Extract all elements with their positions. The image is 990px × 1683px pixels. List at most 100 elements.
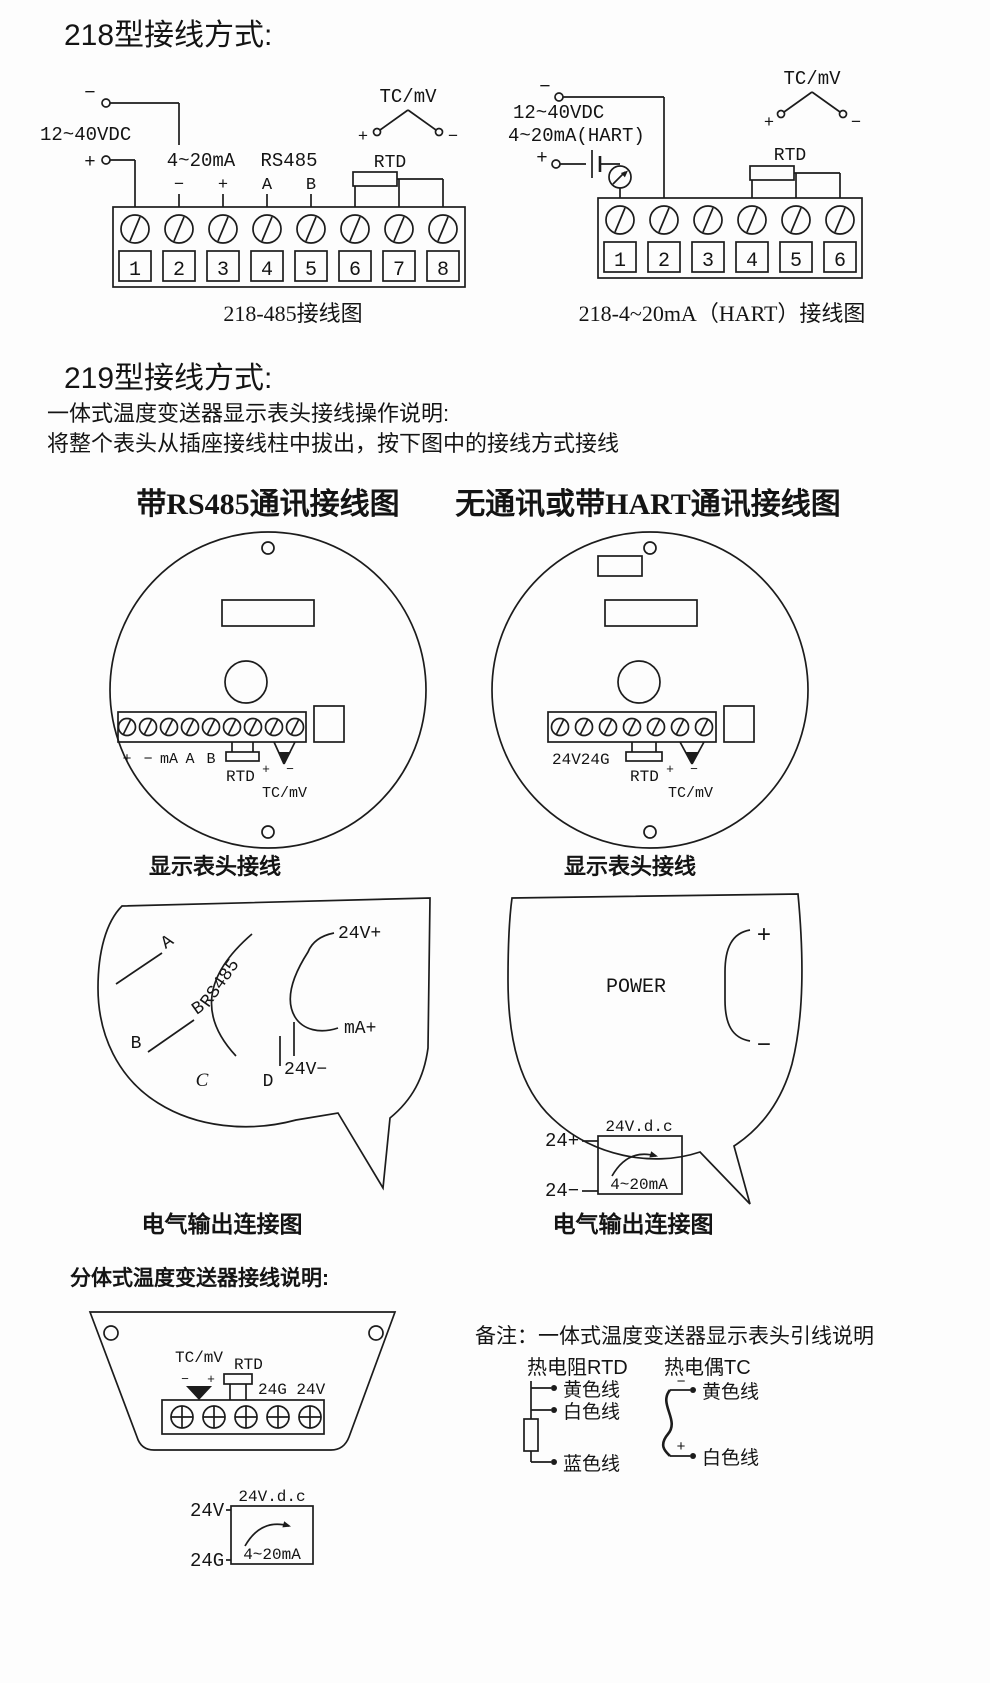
ma-plus-label: mA+ — [344, 1019, 376, 1039]
pin-b2-label: B — [131, 1034, 142, 1054]
tcmv-label: TC/mV — [175, 1349, 223, 1367]
rtd-label: RTD — [374, 153, 406, 173]
power-minus-label: − — [539, 76, 550, 98]
terminal-number: 2 — [658, 250, 670, 273]
pin-d-label: D — [263, 1072, 274, 1092]
rtd-lead-diagram: 黄色线 白色线 蓝色线 — [523, 1379, 620, 1475]
m24-label: 24− — [545, 1180, 579, 1202]
caption-display-hart: 显示表头接线 — [564, 854, 696, 879]
tc-minus-terminal-icon — [434, 127, 444, 137]
battery-icon — [591, 150, 602, 178]
mounting-hole-icon — [368, 1325, 384, 1341]
power-voltage-label: 12~40VDC — [513, 102, 604, 124]
caption-218-hart: 218-4~20mA（HART）接线图 — [579, 301, 866, 326]
desc-line-1: 一体式温度变送器显示表头接线操作说明: — [47, 401, 449, 426]
tc-note-title: 热电偶TC — [664, 1356, 751, 1379]
housing-outline — [507, 893, 803, 1205]
split-transmitter-figure: TC/mV RTD − + 24G 24V — [88, 1311, 397, 1451]
adjust-knob-icon — [617, 660, 661, 704]
loop-supply-box — [597, 1135, 683, 1195]
rtd-white-label: 白色线 — [563, 1401, 620, 1423]
tcmv-label: TC/mV — [262, 785, 307, 802]
tc-minus-label: − — [851, 114, 861, 133]
adjust-knob-icon — [224, 660, 268, 704]
rtd-resistor-icon — [352, 171, 398, 187]
display-head-rs485: + − mA A B RTD + − TC/mV — [109, 531, 427, 849]
tc-junction-icon — [186, 1386, 212, 1400]
ma-label: 4~20mA — [167, 150, 236, 172]
display-window — [221, 599, 315, 627]
strip-minus-label: − — [143, 751, 152, 768]
tc-junction-icon — [686, 752, 699, 764]
power-voltage-label: 12~40VDC — [40, 124, 131, 146]
g24v24-label: 24G 24V — [258, 1381, 326, 1399]
rtd-blue-label: 蓝色线 — [563, 1453, 620, 1475]
jumper-block — [597, 555, 643, 577]
caption-218-485: 218-485接线图 — [223, 301, 362, 326]
strip-ma-label: mA — [160, 751, 178, 768]
strip-b-label: B — [206, 751, 215, 768]
ma-minus-label: − — [174, 176, 184, 195]
caption-display-rs485: 显示表头接线 — [149, 854, 281, 879]
diagram-218-485: − 12~40VDC + 4~20mA − + RS485 A B TC/mV … — [40, 82, 466, 326]
connector-pad — [313, 705, 345, 743]
strip-a-label: A — [185, 751, 194, 768]
rs485-b-label: B — [306, 176, 316, 195]
rtd-label: RTD — [630, 768, 659, 786]
rtd-note-title: 热电阻RTD — [527, 1356, 628, 1379]
output-connection-rs485: A B RS485 B C D 24V+ mA+ 24V− — [97, 897, 431, 1191]
tc-plus-label: + — [676, 1439, 685, 1456]
rs485-label: RS485 — [260, 150, 317, 172]
terminal-number: 8 — [437, 259, 449, 282]
power-minus-terminal-icon — [101, 98, 111, 108]
pin-a-label: A — [158, 931, 178, 954]
caption-output-rs485: 电气输出连接图 — [142, 1211, 303, 1237]
terminal-block-8: 1 2 3 4 5 6 7 8 — [112, 206, 466, 288]
display-head-hart: 24V24G RTD + − TC/mV — [491, 531, 809, 849]
rs485-a-label: A — [262, 176, 273, 195]
tcmv-label: TC/mV — [379, 86, 437, 108]
vdc-label: 24V.d.c — [605, 1118, 672, 1136]
rtd-label: RTD — [226, 768, 255, 786]
power-plus-label: + — [84, 151, 95, 173]
mounting-hole-icon — [103, 1325, 119, 1341]
ma-plus-label: + — [218, 176, 228, 195]
terminal-number: 6 — [834, 250, 846, 273]
rtd-label: RTD — [234, 1356, 263, 1374]
terminal-number: 2 — [173, 259, 185, 282]
mounting-hole-icon — [261, 541, 275, 555]
caption-output-hart: 电气输出连接图 — [553, 1211, 714, 1237]
rtd-resistor-icon — [225, 751, 260, 762]
tc-plus-label: + — [764, 114, 774, 133]
split-section-title: 分体式温度变送器接线说明: — [70, 1266, 329, 1290]
tc-white-label: 白色线 — [702, 1447, 759, 1469]
header-hart-display: 无通讯或带HART通讯接线图 — [455, 488, 841, 521]
rs485-label: RS485 — [197, 956, 244, 1012]
hart-label: 4~20mA(HART) — [508, 125, 645, 147]
tc-plus-terminal-icon — [372, 127, 382, 137]
connector-arc — [210, 933, 253, 1057]
power-minus-label: − — [84, 82, 95, 104]
housing-outline — [88, 1311, 397, 1451]
terminal-number: 5 — [790, 250, 802, 273]
terminal-strip — [161, 1399, 325, 1435]
strip-plus-label: + — [122, 751, 131, 768]
p24-label: 24+ — [545, 1130, 579, 1152]
wire-curve — [289, 932, 339, 1032]
power-plus-label: + — [757, 923, 771, 950]
tc-plus-terminal-icon — [776, 109, 786, 119]
rtd-plus-label: + — [666, 762, 674, 777]
ma-range-label: 4~20mA — [243, 1546, 301, 1564]
v24-plus-label: 24V+ — [338, 924, 381, 944]
rtd-resistor-icon — [223, 1373, 253, 1385]
housing-outline — [97, 897, 431, 1191]
g24-label: 24G — [190, 1550, 224, 1572]
rtd-resistor-icon — [749, 165, 795, 181]
pin-c-label: C — [196, 1070, 209, 1091]
rtd-minus-label: − — [286, 762, 294, 777]
header-rs485-display: 带RS485通讯接线图 — [136, 488, 399, 521]
terminal-number: 1 — [129, 259, 141, 282]
tc-minus-label: − — [448, 128, 458, 147]
